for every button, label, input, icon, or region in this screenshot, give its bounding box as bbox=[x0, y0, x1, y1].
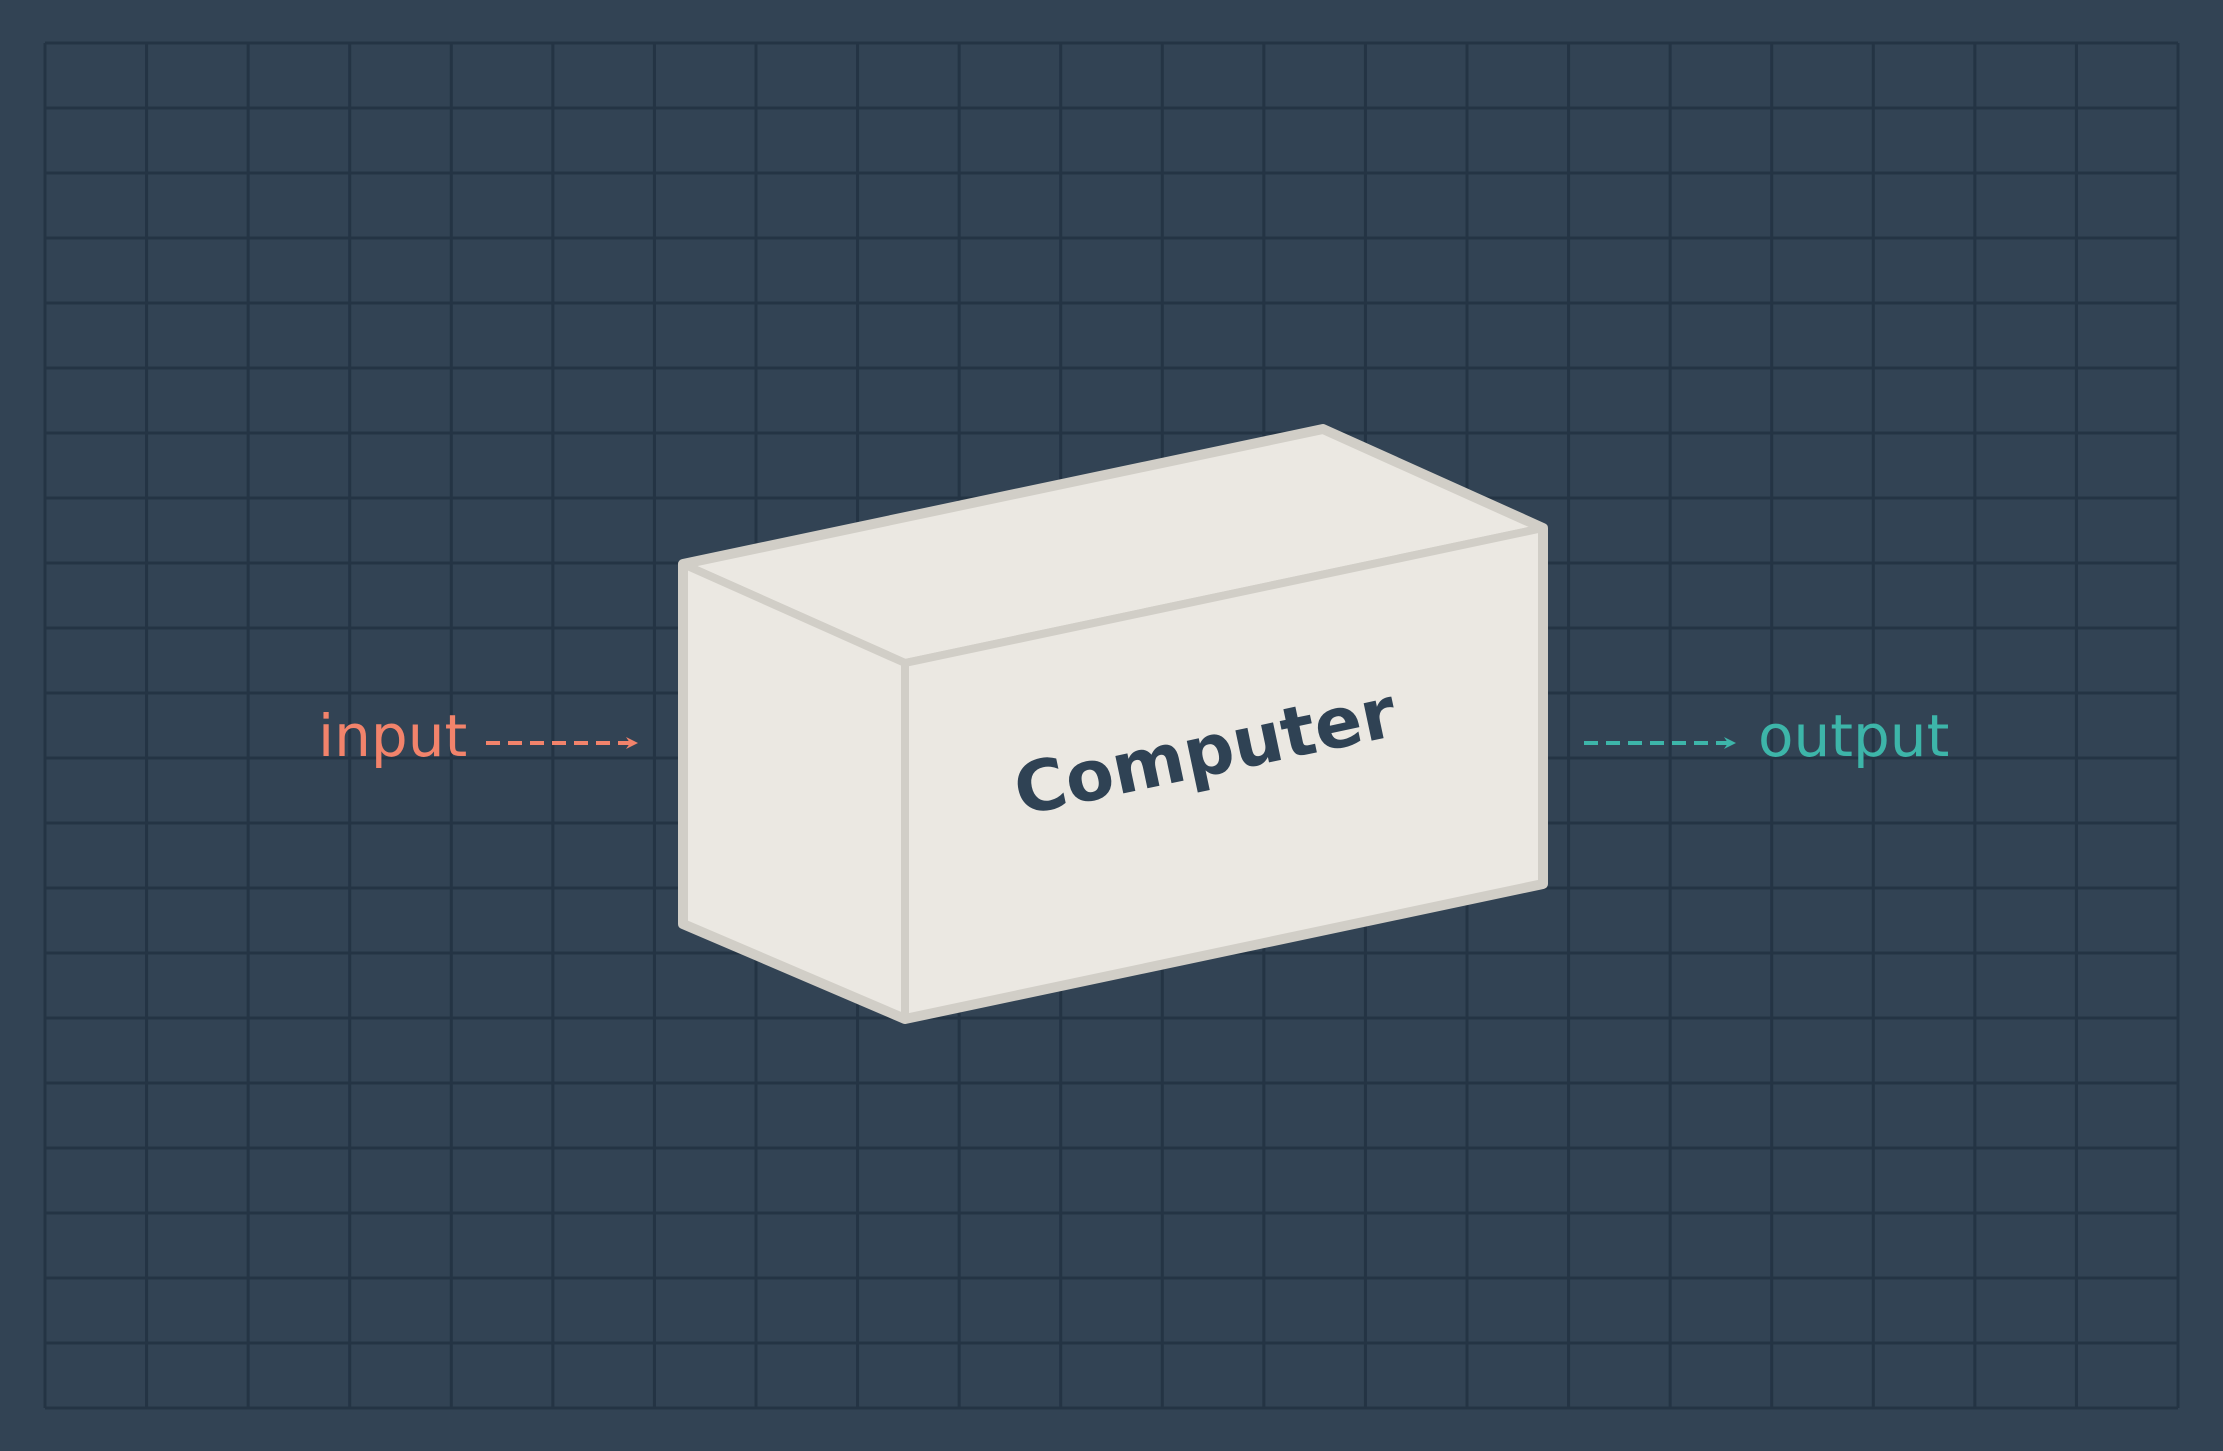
box-outline bbox=[678, 424, 1548, 1024]
input-label: input bbox=[318, 702, 467, 770]
computer-box: Computer bbox=[678, 424, 1548, 1024]
output-label: output bbox=[1758, 702, 1949, 770]
output-group: output bbox=[1584, 702, 1949, 770]
input-group: input bbox=[318, 702, 638, 770]
